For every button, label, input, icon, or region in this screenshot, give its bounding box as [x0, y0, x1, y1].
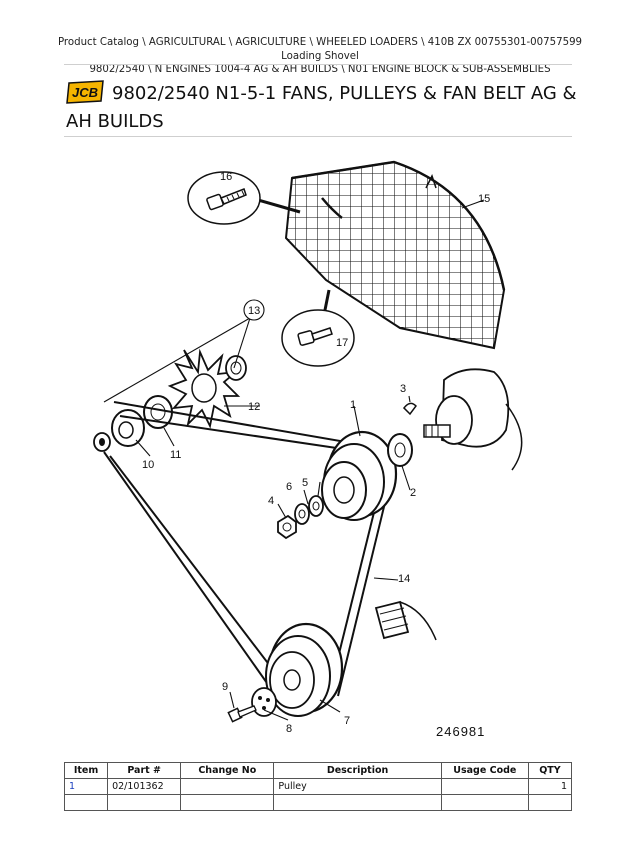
cell-empty [527, 794, 573, 811]
breadcrumb: Product Catalog \ AGRICULTURAL \ AGRICUL… [40, 36, 600, 77]
figure-number: 246981 [436, 724, 485, 739]
header-description[interactable]: Description [273, 762, 442, 779]
cell-empty [273, 794, 442, 811]
plate-8 [251, 687, 277, 717]
callout-12: 12 [248, 401, 260, 413]
callout-13: 13 [248, 305, 260, 317]
header-part-number[interactable]: Part # [107, 762, 182, 779]
breadcrumb-line-1[interactable]: Product Catalog \ AGRICULTURAL \ AGRICUL… [57, 37, 583, 62]
parts-table: Item Part # Change No Description Usage … [63, 762, 573, 811]
callout-17: 17 [336, 337, 348, 349]
callout-6: 6 [286, 481, 292, 493]
callout-15: 15 [478, 193, 490, 205]
callout-1: 1 [350, 399, 356, 411]
header-change-no[interactable]: Change No [180, 762, 275, 779]
bolt-17-inset [281, 309, 355, 367]
callout-3: 3 [400, 383, 406, 395]
cell-empty [63, 794, 109, 811]
header-divider [64, 64, 572, 65]
callout-14: 14 [398, 573, 410, 585]
cell-change-no [180, 778, 275, 795]
washer-6 [294, 503, 310, 525]
key-3 [403, 402, 417, 416]
callout-13-circle [243, 299, 265, 321]
leader-lines [103, 199, 485, 721]
water-pump-housing [423, 368, 523, 471]
header-qty[interactable]: QTY [527, 762, 573, 779]
fan-guard [284, 160, 506, 350]
cell-empty [180, 794, 275, 811]
header-item[interactable]: Item [63, 762, 109, 779]
cell-item[interactable]: 1 [63, 778, 109, 795]
title-divider [64, 136, 572, 137]
table-row[interactable]: 1 02/101362 Pulley 1 [63, 778, 573, 795]
cell-empty [440, 794, 529, 811]
callout-8: 8 [286, 723, 292, 735]
washer-5 [308, 495, 324, 517]
callout-11: 11 [170, 449, 181, 461]
logo-text: JCB [72, 85, 98, 100]
callout-5: 5 [302, 477, 308, 489]
header-usage-code[interactable]: Usage Code [440, 762, 529, 779]
page-title: 9802/2540 N1-5-1 FANS, PULLEYS & FAN BEL… [66, 83, 577, 132]
bolt-9 [227, 705, 257, 723]
jcb-logo: JCB [66, 80, 104, 104]
cell-qty: 1 [527, 778, 573, 795]
bolt-16-inset [187, 171, 261, 225]
callout-10: 10 [142, 459, 154, 471]
callout-9: 9 [222, 681, 228, 693]
pulley-10 [93, 409, 145, 452]
spacer [225, 355, 247, 381]
parts-table-header-row: Item Part # Change No Description Usage … [63, 762, 573, 779]
exploded-parts-diagram: 1 2 3 4 5 6 7 8 9 10 11 12 13 14 15 16 1… [93, 160, 523, 739]
callout-7: 7 [344, 715, 350, 727]
crankshaft-pulley [265, 622, 344, 717]
cell-part-number: 02/101362 [107, 778, 182, 795]
water-pump-pulley [321, 430, 398, 521]
table-row-empty [63, 794, 573, 811]
collar-2 [387, 433, 413, 467]
fan-blade [167, 348, 241, 429]
callout-2: 2 [410, 487, 416, 499]
nut-4 [277, 514, 297, 540]
cell-empty [107, 794, 182, 811]
crankshaft-nose [374, 600, 437, 641]
cell-usage-code [440, 778, 529, 795]
cell-description: Pulley [273, 778, 442, 795]
callout-4: 4 [268, 495, 274, 507]
callout-16: 16 [220, 171, 232, 183]
breadcrumb-line-2[interactable]: 9802/2540 \ N ENGINES 1004-4 AG & AH BUI… [89, 64, 551, 75]
